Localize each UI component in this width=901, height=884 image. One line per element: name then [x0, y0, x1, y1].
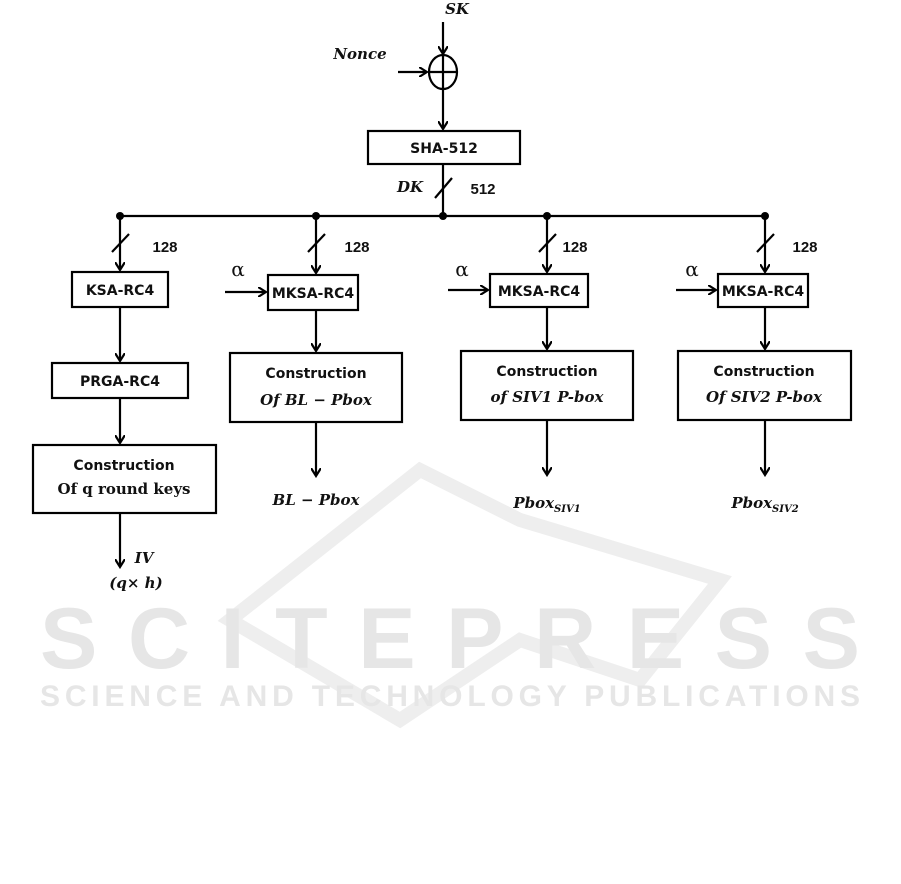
mksa-rc4-label: MKSA-RC4 [722, 284, 805, 300]
bus-junctions [116, 212, 769, 220]
alpha-label: α [455, 257, 469, 281]
mksa-rc4-label: MKSA-RC4 [498, 284, 581, 300]
branch-ksa: 128 KSA-RC4 PRGA-RC4 Construction Of q r… [31, 216, 218, 592]
alpha-label: α [231, 257, 245, 281]
bl-pbox-title: Construction [265, 366, 366, 382]
branch-siv2-pbox: 128 α MKSA-RC4 Construction Of SIV2 P-bo… [676, 216, 853, 515]
sk-label: SK [445, 0, 470, 18]
xor-icon [427, 53, 459, 91]
dk-label: DK [396, 178, 424, 196]
sha512-label: SHA-512 [410, 141, 478, 157]
siv1-pbox-title: Construction [496, 364, 597, 380]
siv1-pbox-subtitle: of SIV1 P-box [491, 388, 605, 406]
siv2-pbox-output: PboxSIV2 [730, 494, 798, 515]
mksa-rc4-box [488, 272, 590, 309]
bl-pbox-output: BL − Pbox [272, 491, 361, 509]
mksa-rc4-box [716, 272, 810, 309]
ksa-rc4-box [70, 270, 170, 309]
bl-pbox-box [228, 351, 404, 424]
alpha-label: α [685, 257, 699, 281]
bl-pbox-subtitle: Of BL − Pbox [260, 391, 373, 409]
branch-width-label: 128 [344, 239, 369, 256]
watermark: SCITEPRESS SCIENCE AND TECHNOLOGY PUBLIC… [40, 461, 860, 729]
siv1-pbox-output: PboxSIV1 [512, 494, 580, 515]
iv-label: IV [134, 549, 155, 567]
iv-size-label: (q× h) [109, 574, 162, 592]
round-keys-subtitle: Of q round keys [58, 480, 191, 498]
round-keys-title: Construction [73, 458, 174, 474]
ksa-rc4-label: KSA-RC4 [86, 283, 155, 299]
siv2-pbox-subtitle: Of SIV2 P-box [706, 388, 823, 406]
watermark-subtitle: SCIENCE AND TECHNOLOGY PUBLICATIONS [40, 680, 860, 713]
siv2-pbox-title: Construction [713, 364, 814, 380]
siv2-pbox-box [676, 349, 853, 422]
mksa-rc4-label: MKSA-RC4 [272, 286, 355, 302]
nonce-label: Nonce [332, 45, 386, 63]
siv1-pbox-box [459, 349, 635, 422]
branch-siv1-pbox: 128 α MKSA-RC4 Construction of SIV1 P-bo… [448, 216, 635, 515]
branch-width-label: 128 [152, 239, 177, 256]
mksa-rc4-box [266, 273, 360, 312]
prga-rc4-label: PRGA-RC4 [80, 374, 160, 390]
prga-rc4-box [50, 361, 190, 400]
bus-width-slash [434, 177, 453, 199]
branch-bl-pbox: 128 α MKSA-RC4 Construction Of BL − Pbox… [225, 216, 404, 509]
watermark-title: SCITEPRESS [40, 591, 860, 687]
branch-width-label: 128 [562, 239, 587, 256]
round-keys-box [31, 443, 218, 515]
dk-width-label: 512 [470, 181, 495, 198]
branch-width-label: 128 [792, 239, 817, 256]
